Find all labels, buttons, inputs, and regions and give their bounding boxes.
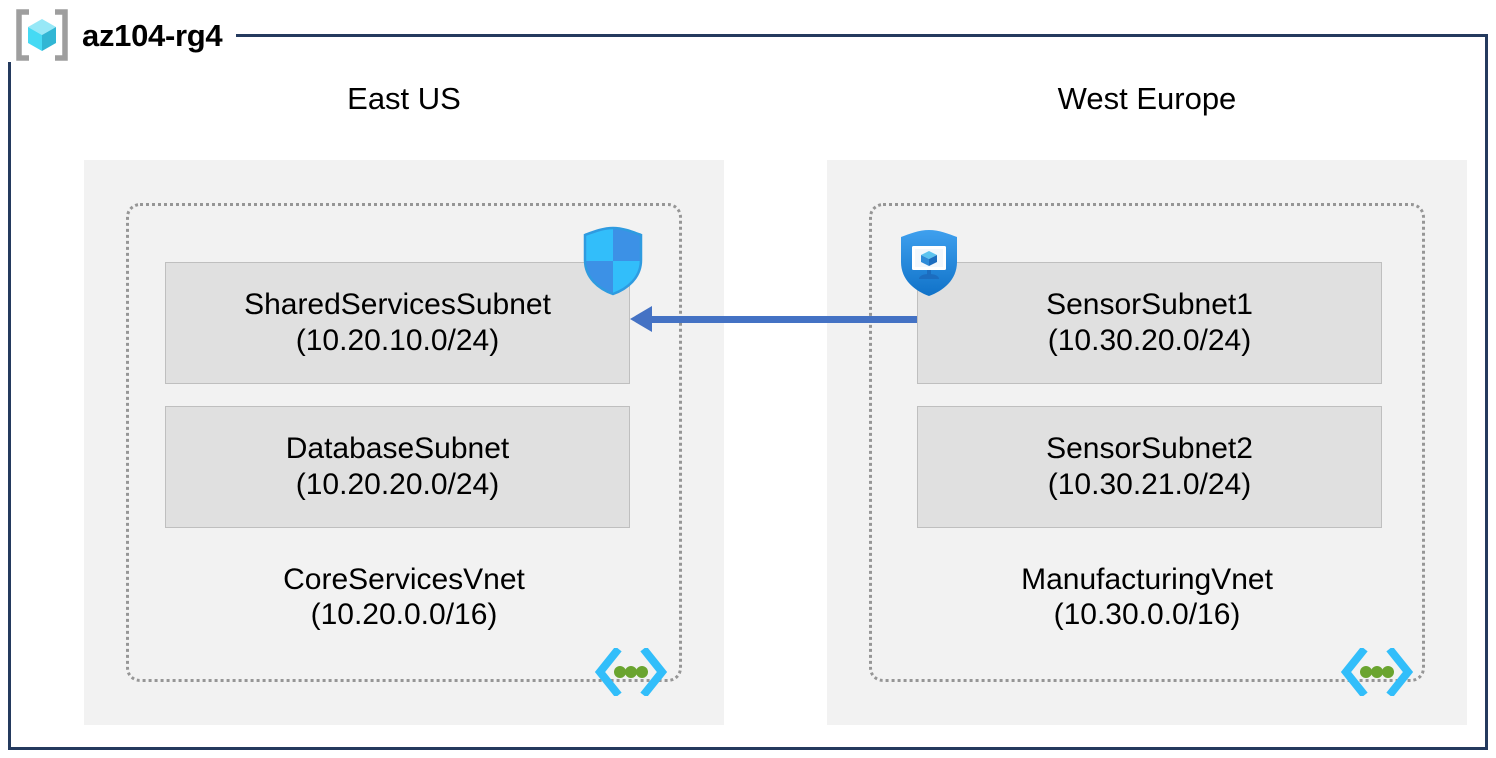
vnet-manufacturing[interactable]: [869, 203, 1425, 682]
arrow-shaft: [652, 316, 917, 323]
resource-group-name: az104-rg4: [82, 17, 223, 53]
subnet-name: DatabaseSubnet: [285, 432, 510, 465]
subnet-cidr: (10.20.20.0/24): [295, 468, 500, 501]
subnet-name: SharedServicesSubnet: [244, 288, 551, 321]
virtual-network-icon[interactable]: [1340, 646, 1414, 701]
subnet-cidr: (10.30.21.0/24): [1047, 468, 1252, 501]
vnet-caption-manufacturing: ManufacturingVnet (10.30.0.0/16): [869, 562, 1425, 633]
subnet-sensor-1[interactable]: SensorSubnet1 (10.30.20.0/24): [917, 262, 1382, 384]
virtual-network-icon[interactable]: [594, 646, 668, 701]
subnet-name: SensorSubnet1: [1046, 288, 1253, 321]
region-west-europe: West Europe: [827, 81, 1467, 116]
subnet-shared-services[interactable]: SharedServicesSubnet (10.20.10.0/24): [165, 262, 630, 384]
network-security-group-shield-icon[interactable]: [581, 226, 645, 301]
subnet-cidr: (10.20.10.0/24): [295, 324, 500, 357]
vnet-cidr: (10.30.0.0/16): [1053, 598, 1241, 632]
subnet-database[interactable]: DatabaseSubnet (10.20.20.0/24): [165, 406, 630, 528]
resource-group-cube-icon: [12, 9, 72, 61]
subnet-name: SensorSubnet2: [1046, 432, 1253, 465]
vnet-name: CoreServicesVnet: [283, 563, 525, 596]
vnet-cidr: (10.20.0.0/16): [310, 598, 498, 632]
resource-group-boundary: [8, 34, 1488, 750]
resource-group-title: az104-rg4: [8, 8, 237, 62]
subnet-cidr: (10.30.20.0/24): [1047, 324, 1252, 357]
arrow-head-left: [630, 306, 652, 332]
region-label: West Europe: [1057, 81, 1237, 116]
region-east-us: East US: [84, 81, 724, 116]
application-security-group-shield-monitor-icon[interactable]: [897, 228, 961, 303]
subnet-sensor-2[interactable]: SensorSubnet2 (10.30.21.0/24): [917, 406, 1382, 528]
region-label: East US: [347, 81, 461, 116]
vnet-name: ManufacturingVnet: [1021, 563, 1273, 596]
vnet-core-services[interactable]: [126, 203, 682, 682]
vnet-caption-core-services: CoreServicesVnet (10.20.0.0/16): [126, 562, 682, 633]
